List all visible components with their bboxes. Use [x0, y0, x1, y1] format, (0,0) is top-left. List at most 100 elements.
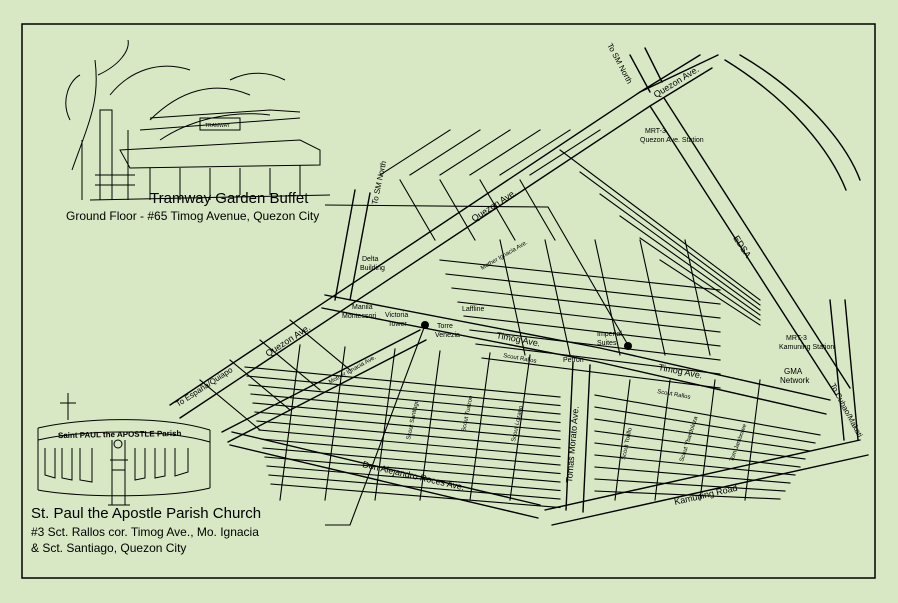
minor-street — [519, 179, 556, 241]
minor-street — [639, 237, 761, 321]
church-banner: Saint PAUL the APOSTLE Parish — [58, 429, 182, 440]
label-scout-rallos-2: Scout Rallos — [657, 389, 691, 401]
label-scout-lozano: Scout Lozano — [511, 405, 525, 443]
minor-street — [594, 239, 621, 356]
church-location-marker — [421, 321, 429, 329]
minor-street — [250, 393, 561, 424]
minor-street — [594, 430, 806, 460]
minor-street — [374, 348, 396, 501]
minor-street — [659, 259, 761, 326]
label-scout-santiago: Scout Santiago — [406, 399, 420, 441]
minor-street — [499, 129, 571, 176]
landmark-delta-building: Delta Building — [360, 256, 385, 272]
minor-street — [594, 394, 821, 436]
label-tomas-jamboree: Tom Jamboree — [729, 423, 748, 463]
minor-street — [445, 273, 721, 305]
minor-street — [199, 379, 261, 431]
minor-street — [252, 402, 561, 432]
minor-street — [639, 239, 666, 356]
minor-street — [654, 379, 671, 501]
minor-street — [499, 239, 526, 356]
landmark-laffline: Laffline — [462, 306, 485, 313]
minor-street — [264, 456, 561, 483]
minor-street — [256, 420, 561, 449]
minor-street — [594, 490, 781, 500]
church-illustration — [37, 393, 211, 506]
minor-street — [254, 411, 561, 441]
church-address-line1: #3 Sct. Rallos cor. Timog Ave., Mo. Igna… — [31, 525, 259, 539]
tramway-title: Tramway Garden Buffet — [150, 190, 309, 207]
minor-street — [259, 339, 321, 391]
minor-street — [262, 447, 561, 475]
minor-street — [439, 259, 721, 291]
minor-street — [469, 329, 721, 361]
minor-street — [469, 129, 541, 176]
minor-street — [246, 375, 561, 407]
minor-street — [544, 239, 571, 356]
label-scout-rallos-1: Scout Rallos — [503, 353, 537, 365]
minor-street — [451, 287, 721, 319]
map-frame — [21, 23, 876, 579]
label-tomas-morato: Tomas Morato Ave. — [564, 406, 581, 483]
minor-street — [258, 429, 561, 458]
minor-street — [594, 442, 801, 468]
tramway-address: Ground Floor - #65 Timog Avenue, Quezon … — [66, 209, 319, 223]
minor-street — [457, 301, 721, 333]
minor-street — [248, 384, 561, 415]
minor-street — [594, 418, 811, 452]
label-quezon-ave-mid: Quezon Ave. — [470, 187, 519, 223]
minor-street — [439, 179, 476, 241]
minor-street — [399, 179, 436, 241]
minor-street — [614, 379, 631, 501]
landmark-torre-venezia: Torre Venezia — [435, 323, 460, 339]
landmark-victoria-tower: Victoria Tower — [385, 312, 410, 328]
minor-street — [594, 454, 796, 476]
label-to-cubao: To Cubao/Makati — [828, 382, 864, 439]
minor-street — [559, 149, 761, 301]
minor-street — [744, 379, 761, 501]
minor-street — [379, 129, 451, 176]
label-to-sm-north-top: To SM North — [605, 42, 634, 85]
tramway-location-marker — [624, 342, 632, 350]
minor-street — [509, 354, 531, 501]
minor-street — [469, 352, 491, 501]
minor-street — [244, 366, 561, 398]
minor-street — [579, 171, 761, 306]
minor-street — [409, 129, 481, 176]
minor-street — [475, 343, 721, 375]
minor-street — [268, 474, 561, 500]
minor-street — [619, 215, 761, 316]
minor-street — [594, 478, 786, 492]
church-address-line2: & Sct. Santiago, Quezon City — [31, 541, 186, 555]
minor-street — [324, 346, 346, 501]
minor-street — [479, 179, 516, 241]
street-grid — [199, 129, 821, 509]
label-quezon-ave-left: Quezon Ave. — [264, 322, 313, 358]
minor-street — [599, 193, 761, 311]
minor-street — [289, 319, 351, 371]
minor-street — [260, 438, 561, 466]
minor-street — [439, 129, 511, 176]
landmark-mrt-kamuning: MRT-3 Kamuning Station — [779, 335, 834, 351]
pointer-lines — [324, 204, 629, 526]
tramway-illustration — [65, 39, 331, 201]
tramway-sign: TRAMWAY — [205, 123, 231, 129]
minor-street — [463, 315, 721, 347]
minor-street — [529, 129, 601, 176]
landmark-imperial-suites: Imperial Suites — [597, 331, 624, 347]
minor-street — [699, 379, 716, 501]
minor-street — [684, 239, 711, 356]
label-mother-ignacia-2: Mother Ignacia Ave. — [328, 355, 377, 386]
label-edsa: EDSA — [731, 234, 753, 260]
church-title: St. Paul the Apostle Parish Church — [31, 505, 261, 522]
minor-street — [266, 465, 561, 492]
landmark-gma-network: GMA Network — [780, 367, 810, 385]
minor-street — [481, 357, 721, 389]
minor-street — [419, 350, 441, 501]
label-to-sm-north-mid: To SM North — [370, 160, 388, 205]
minor-street — [594, 466, 791, 484]
landmark-mrt-quezon: MRT-3 Quezon Ave. Station — [640, 128, 704, 144]
minor-street — [229, 359, 291, 411]
landmark-petron: Petron — [563, 357, 584, 364]
